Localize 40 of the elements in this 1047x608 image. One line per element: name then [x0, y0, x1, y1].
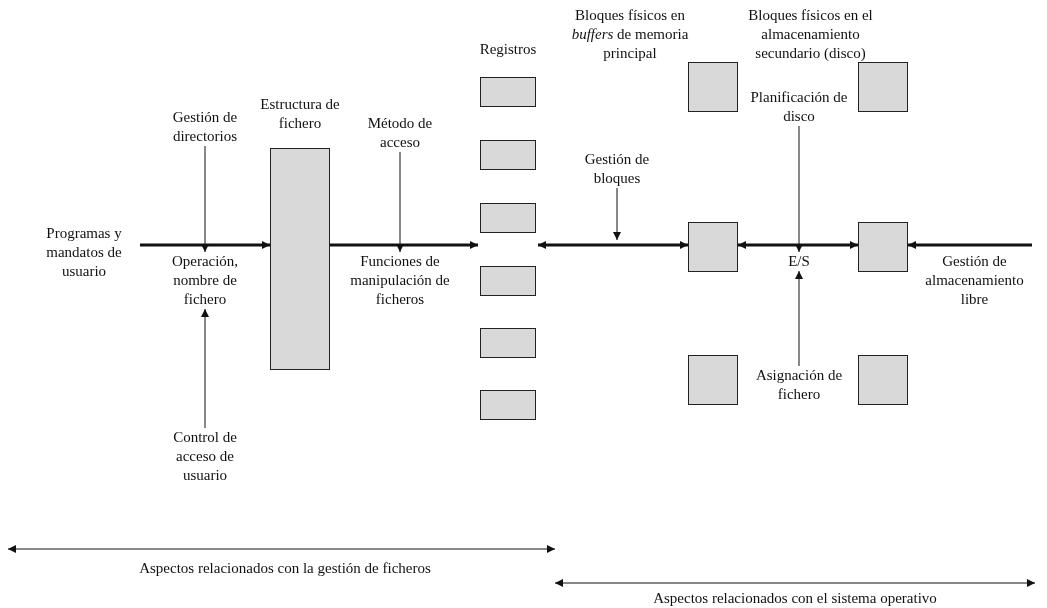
record-box — [480, 203, 536, 233]
double-arrow — [738, 241, 858, 249]
disk-block-box — [858, 222, 908, 272]
io-label: E/S — [780, 252, 818, 271]
disk-block-box — [858, 355, 908, 405]
double-arrow — [538, 241, 688, 249]
arrow — [795, 270, 803, 367]
column-heading: Bloques físicos en el almacenamiento secundario (disco) — [747, 6, 874, 63]
input-label: Programas y mandatos de usuario — [28, 224, 140, 281]
column-heading: Bloques físicos en buffers de memoria principal — [570, 6, 690, 63]
arrow — [140, 241, 270, 249]
record-box — [480, 77, 536, 107]
arrow — [613, 187, 621, 241]
record-box — [480, 140, 536, 170]
group-heading: Registros — [478, 40, 538, 59]
arrow — [795, 125, 803, 253]
arrow — [908, 241, 1032, 249]
operation-label: Funciones de manipulación de ficheros — [345, 252, 455, 309]
buffer-block-box — [688, 222, 738, 272]
module-label: Control de acceso de usuario — [158, 428, 252, 485]
module-label: Planificación de disco — [745, 88, 853, 126]
module-label: Gestión de bloques — [572, 150, 662, 188]
module-label: Gestión de directorios — [155, 108, 255, 146]
record-box — [480, 390, 536, 420]
buffer-block-box — [688, 355, 738, 405]
record-box — [480, 266, 536, 296]
arrow — [396, 151, 404, 253]
disk-block-box — [858, 62, 908, 112]
arrow — [201, 145, 209, 253]
operation-label: Operación, nombre de fichero — [160, 252, 250, 309]
line-label: Gestión de almacenamiento libre — [924, 252, 1025, 309]
record-box — [480, 328, 536, 358]
module-label: Asignación de fichero — [745, 366, 853, 404]
module-label: Método de acceso — [350, 114, 450, 152]
scope-caption: Aspectos relacionados con el sistema operativo — [652, 589, 938, 608]
scope-caption: Aspectos relacionados con la gestión de ficheros — [138, 559, 432, 578]
box-heading: Estructura de fichero — [259, 95, 341, 133]
arrow — [330, 241, 478, 249]
arrow — [201, 308, 209, 429]
buffer-block-box — [688, 62, 738, 112]
